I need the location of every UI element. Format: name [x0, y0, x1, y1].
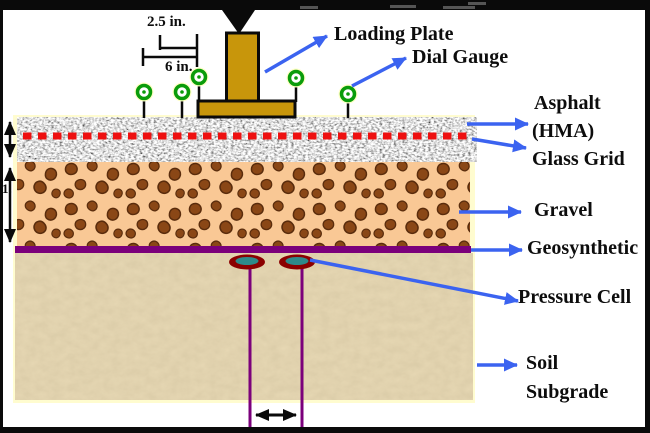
loading-plate-stem — [225, 31, 260, 104]
dial-gauge-label: Dial Gauge — [412, 46, 509, 68]
pressure-cell-arrow — [309, 258, 519, 305]
subgrade-label: Subgrade — [526, 381, 609, 403]
glass-grid-arrow — [471, 137, 527, 153]
crop-border-right — [645, 0, 650, 433]
cropped-text-remnant — [468, 2, 486, 5]
dimension-lines — [141, 34, 199, 67]
cropped-text-remnant — [390, 5, 416, 8]
dial-gauge-icon — [134, 82, 154, 118]
dial-gauge-icon — [189, 67, 209, 102]
dial-gauge-arrow — [351, 56, 407, 88]
cropped-text-remnant — [443, 6, 475, 9]
crop-border-bottom — [0, 427, 650, 433]
cropped-text-remnant — [300, 6, 318, 9]
pressure-cell-label: Pressure Cell — [518, 286, 632, 308]
dim-6-in-label: 6 in. — [165, 59, 193, 75]
crop-border-left — [0, 0, 3, 433]
dial-gauges — [134, 67, 358, 118]
load-arrow-icon — [222, 10, 255, 34]
dial-gauge-icon — [286, 68, 306, 102]
dial-gauge-icon — [172, 82, 192, 118]
crop-border-top — [0, 0, 650, 10]
dim-2-5-in-label: 2.5 in. — [147, 14, 186, 30]
loading-plate-label: Loading Plate — [334, 23, 454, 45]
dial-gauge-icon — [338, 84, 358, 118]
hma-label: (HMA) — [532, 120, 595, 142]
callout-arrows — [264, 34, 529, 372]
geosynthetic-label: Geosynthetic — [527, 237, 639, 259]
geosynthetic-layer-line — [15, 246, 471, 253]
asphalt-label: Asphalt — [534, 92, 601, 114]
left-edge-dimension-fragment: 1. — [2, 181, 12, 196]
pressure-cell-left — [229, 254, 265, 270]
soil-texture — [15, 253, 473, 400]
gravel-pebble-texture — [17, 162, 470, 246]
gravel-label: Gravel — [534, 199, 593, 221]
loading-plate-arrow — [264, 34, 328, 74]
pressure-cell-right — [279, 254, 315, 270]
loading-plate-base — [196, 99, 297, 119]
soil-label: Soil — [526, 352, 559, 374]
glass-grid-label: Glass Grid — [532, 148, 625, 170]
